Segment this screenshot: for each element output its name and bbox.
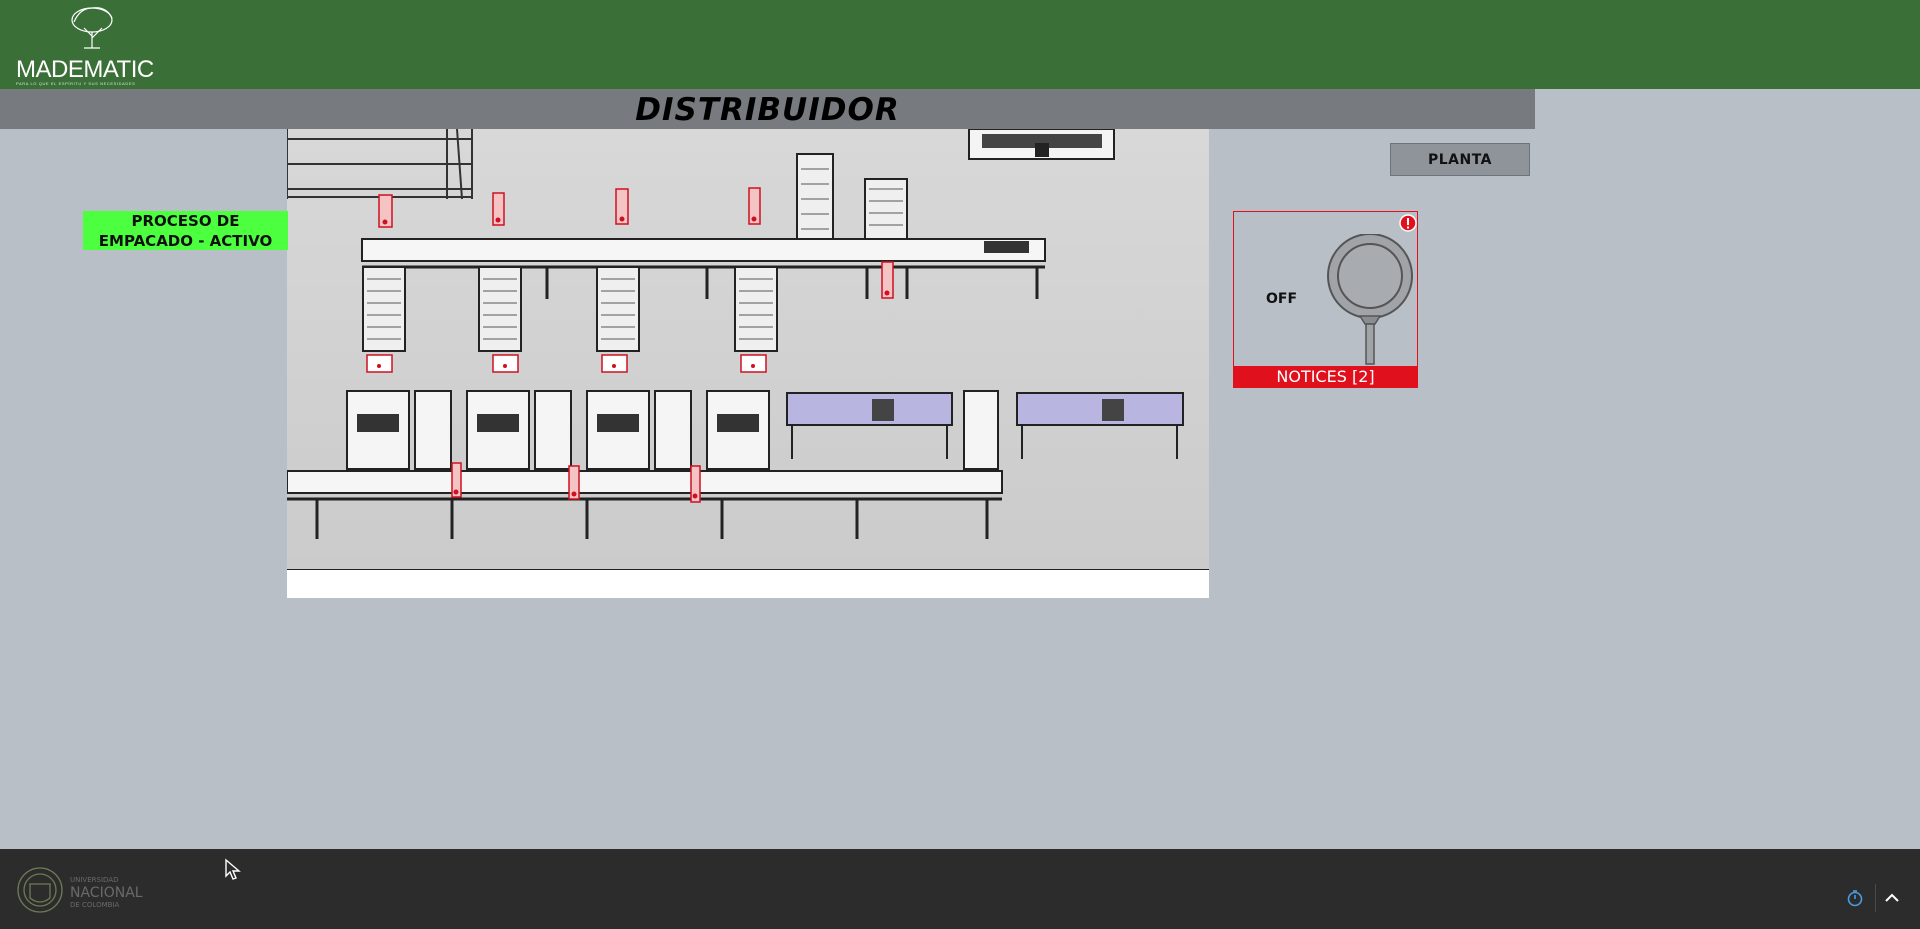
top-header: MADEMATIC PARA LO QUE EL ESPÍRITU Y SUS …	[0, 0, 1920, 89]
brand-name: MADEMATIC	[16, 56, 154, 83]
switch-control-panel: OFF	[1233, 211, 1418, 388]
institution-line1: UNIVERSIDAD	[70, 876, 118, 884]
institution-line3: DE COLOMBIA	[70, 901, 120, 909]
timer-icon[interactable]	[1841, 884, 1869, 912]
lower-conveyor	[287, 470, 1003, 539]
sensor-markers-upper	[378, 187, 894, 299]
mouse-cursor-icon	[225, 858, 241, 880]
university-logo-icon: UNIVERSIDAD NACIONAL DE COLOMBIA	[17, 867, 143, 913]
packing-machine-top	[968, 129, 1115, 160]
alert-icon[interactable]	[1399, 214, 1417, 232]
brand-tagline: PARA LO QUE EL ESPÍRITU Y SUS NECESIDADE…	[16, 81, 136, 86]
process-status-indicator: PROCESO DE EMPACADO - ACTIVO	[83, 211, 288, 250]
notices-button[interactable]: NOTICES [2]	[1233, 366, 1418, 388]
conveyor-layout-diagram	[287, 129, 1209, 570]
footer-divider	[1875, 884, 1876, 912]
upper-conveyor	[361, 238, 1046, 299]
purple-work-tables	[786, 392, 1184, 426]
counter-boxes	[366, 354, 767, 373]
plant-view-footer	[287, 570, 1209, 598]
planta-button[interactable]: PLANTA	[1390, 143, 1530, 176]
bottom-footer	[0, 849, 1920, 929]
storage-rack	[287, 129, 473, 200]
title-bar: DISTRIBUIDOR	[0, 89, 1535, 129]
plant-schematic	[287, 129, 1209, 598]
switch-state-label: OFF	[1266, 291, 1298, 307]
tree-logo-icon	[71, 7, 113, 49]
page-title: DISTRIBUIDOR	[635, 92, 900, 128]
chevron-up-icon[interactable]	[1878, 884, 1906, 912]
institution-line2: NACIONAL	[70, 885, 143, 901]
rotary-switch-icon[interactable]	[1327, 234, 1417, 369]
sensor-markers-lower	[451, 462, 701, 503]
